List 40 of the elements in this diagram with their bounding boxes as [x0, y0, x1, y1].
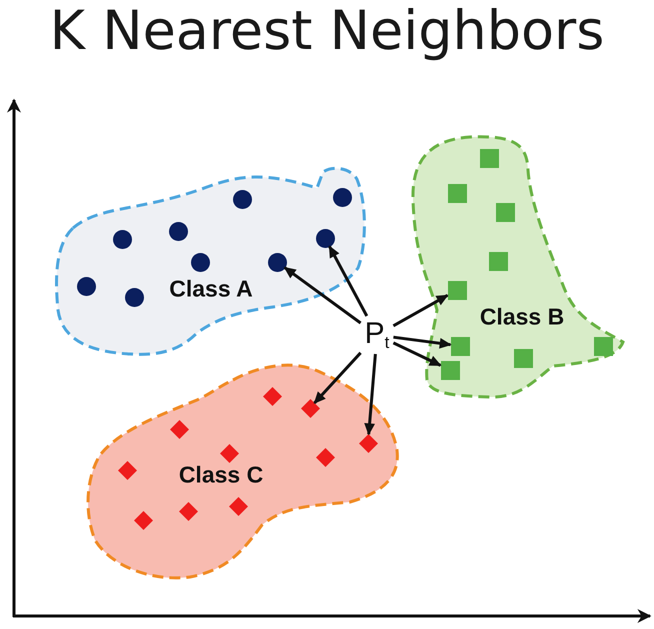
square-marker-icon — [440, 360, 460, 380]
diamond-marker-icon — [170, 420, 188, 438]
square-marker-icon — [450, 336, 470, 356]
square-marker-icon — [480, 148, 498, 168]
dot-marker-icon — [316, 228, 334, 248]
square-marker-icon — [514, 348, 532, 368]
dot-marker-icon — [124, 288, 144, 306]
diagram-title: K Nearest Neighbors — [50, 0, 604, 62]
class-label: Class B — [480, 306, 564, 328]
arrow — [284, 266, 362, 324]
arrow — [392, 342, 442, 367]
square-marker-icon — [594, 336, 612, 356]
square-marker-icon — [488, 252, 508, 270]
square-marker-icon — [448, 280, 466, 300]
diamond-marker-icon — [300, 398, 320, 418]
class-label: Class C — [178, 464, 264, 486]
class-label: Class A — [169, 278, 253, 300]
arrow — [313, 352, 362, 404]
dot-marker-icon — [268, 252, 286, 272]
arrow — [328, 245, 368, 317]
arrow — [393, 336, 452, 349]
diamond-marker-icon — [262, 386, 282, 406]
dot-marker-icon — [190, 252, 210, 272]
diamond-marker-icon — [134, 510, 152, 530]
arrow — [392, 294, 449, 328]
point-label: P$_{t}$ — [360, 316, 394, 354]
square-marker-icon — [448, 184, 466, 202]
square-marker-icon — [496, 202, 514, 222]
diamond-marker-icon — [358, 434, 378, 452]
diamond-marker-icon — [220, 444, 238, 462]
diamond-marker-icon — [118, 460, 136, 480]
dot-marker-icon — [332, 188, 352, 206]
dot-marker-icon — [112, 230, 132, 248]
diamond-marker-icon — [228, 496, 248, 516]
dot-marker-icon — [168, 222, 188, 240]
dot-marker-icon — [232, 190, 252, 208]
diamond-marker-icon — [178, 502, 198, 520]
dot-marker-icon — [76, 276, 96, 296]
diamond-marker-icon — [316, 448, 334, 466]
arrow — [364, 354, 377, 436]
